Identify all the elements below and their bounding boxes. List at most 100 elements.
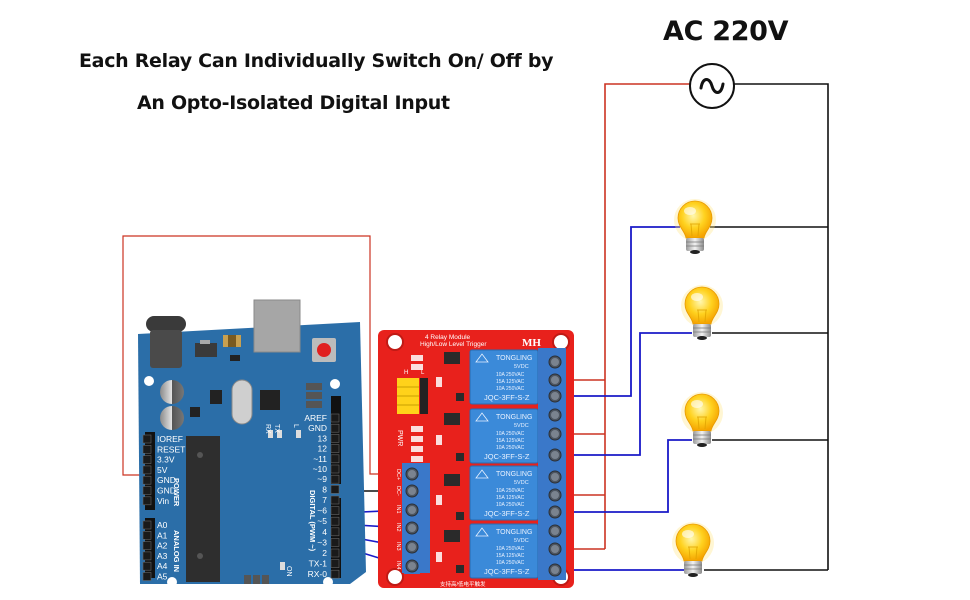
analog-pin[interactable] <box>142 530 152 540</box>
analog-pin[interactable] <box>142 572 152 581</box>
digital-pin[interactable] <box>330 474 340 484</box>
digital-pin[interactable] <box>330 559 340 568</box>
digital-pin-label: ~10 <box>313 464 328 474</box>
digital-pin[interactable] <box>330 464 340 474</box>
capacitor <box>160 406 184 430</box>
ac-source <box>689 63 735 109</box>
title-line-2: An Opto-Isolated Digital Input <box>137 92 450 114</box>
digital-pin[interactable] <box>330 569 340 579</box>
power-pin[interactable] <box>142 434 152 444</box>
analog-pin-label: A2 <box>157 541 168 551</box>
digital-pin[interactable] <box>330 506 340 515</box>
output-terminal-screw[interactable] <box>546 425 564 443</box>
digital-pin-label: GND <box>308 423 327 433</box>
digital-pin-label: 2 <box>322 548 327 558</box>
title-line-1: Each Relay Can Individually Switch On/ O… <box>79 50 554 72</box>
output-terminal-screw[interactable] <box>546 387 564 405</box>
output-terminal-screw[interactable] <box>546 371 564 389</box>
analog-pin-label: A3 <box>157 551 168 561</box>
digital-pin[interactable] <box>330 548 340 558</box>
relay-logo-icon <box>475 527 489 537</box>
l-led-label: L <box>292 424 299 428</box>
sine-wave-icon <box>699 78 725 94</box>
relay-model-text: JQC-3FF-S-Z <box>484 393 530 402</box>
input-terminal-screw[interactable] <box>403 557 421 575</box>
digital-pin[interactable] <box>330 495 340 505</box>
output-terminal-screw[interactable] <box>546 503 564 521</box>
output-terminal-screw[interactable] <box>546 446 564 464</box>
digital-pin[interactable] <box>330 444 340 453</box>
relay-r3-text: 10A 250VAC <box>496 386 525 392</box>
digital-pin[interactable] <box>330 527 340 537</box>
crystal <box>231 379 253 425</box>
digital-pin-label: ~3 <box>317 537 327 547</box>
digital-pin[interactable] <box>330 423 340 433</box>
output-terminal-screw[interactable] <box>546 561 564 579</box>
relay-logo-icon <box>475 353 489 363</box>
input-pin-label: DC+ <box>395 469 401 480</box>
jumper-l-label: L <box>421 370 425 376</box>
output-terminal-screw[interactable] <box>546 353 564 371</box>
digital-pin[interactable] <box>330 516 340 526</box>
light-bulb-icon <box>680 391 724 448</box>
output-terminal-screw[interactable] <box>546 522 564 540</box>
input-terminal-screw[interactable] <box>403 465 421 483</box>
digital-pin-label: 13 <box>318 433 328 443</box>
output-terminal-screw[interactable] <box>546 486 564 504</box>
relay-model-text: JQC-3FF-S-Z <box>484 452 530 461</box>
light-bulb-icon <box>671 521 715 578</box>
power-pin-label: 5V <box>157 465 168 475</box>
input-terminal-screw[interactable] <box>403 482 421 500</box>
digital-pin-label: ~11 <box>313 454 327 464</box>
power-pin[interactable] <box>142 455 152 464</box>
digital-pin-label: ~5 <box>317 516 327 526</box>
relay-brand-text: TONGLING <box>496 529 532 536</box>
relay-model-text: JQC-3FF-S-Z <box>484 567 530 576</box>
power-pin[interactable] <box>142 496 152 506</box>
digital-pin[interactable] <box>330 413 340 423</box>
relay-voltage-text: 5VDC <box>514 538 529 544</box>
analog-pin[interactable] <box>142 541 152 550</box>
power-pin[interactable] <box>142 465 152 475</box>
relay-r1-text: 10A 250VAC <box>496 431 525 437</box>
relay-brand-text: TONGLING <box>496 355 532 362</box>
analog-pin[interactable] <box>142 561 152 571</box>
module-brand: MH <box>522 337 541 349</box>
input-terminal-screw[interactable] <box>403 501 421 519</box>
power-pin-label: IOREF <box>157 434 183 444</box>
relay-r2-text: 15A 125VAC <box>496 553 525 559</box>
output-terminal-screw[interactable] <box>546 468 564 486</box>
digital-pin[interactable] <box>330 485 340 494</box>
input-pin-label: DC- <box>395 486 401 496</box>
relay-module: 4 Relay Module High/Low Level Trigger MH… <box>378 330 574 588</box>
analog-pin[interactable] <box>142 520 152 530</box>
relay-brand-text: TONGLING <box>496 414 532 421</box>
analog-pin[interactable] <box>142 551 152 561</box>
analog-pin-label: A4 <box>157 561 168 571</box>
power-pin[interactable] <box>142 486 152 495</box>
relay-model-text: JQC-3FF-S-Z <box>484 509 530 518</box>
light-bulb-icon <box>673 198 717 255</box>
input-terminal-screw[interactable] <box>403 519 421 537</box>
power-pin-label: RESET <box>157 444 185 454</box>
jumper-h-label: H <box>404 370 408 376</box>
output-terminal-screw[interactable] <box>546 406 564 424</box>
relay-r2-text: 15A 125VAC <box>496 379 525 385</box>
power-pin[interactable] <box>142 475 152 485</box>
digital-pin-label: 8 <box>322 484 327 494</box>
digital-pin[interactable] <box>330 434 340 443</box>
digital-pin[interactable] <box>330 454 340 464</box>
relay-r3-text: 10A 250VAC <box>496 560 525 566</box>
output-terminal-screw[interactable] <box>546 540 564 558</box>
digital-pin-label: 7 <box>322 495 327 505</box>
trigger-jumpers[interactable] <box>397 378 428 414</box>
power-pin[interactable] <box>142 444 152 454</box>
relay-r1-text: 10A 250VAC <box>496 372 525 378</box>
digital-pin[interactable] <box>330 538 340 547</box>
no-wire-3 <box>560 439 692 513</box>
input-terminal-screw[interactable] <box>403 538 421 556</box>
power-jack <box>150 330 182 368</box>
